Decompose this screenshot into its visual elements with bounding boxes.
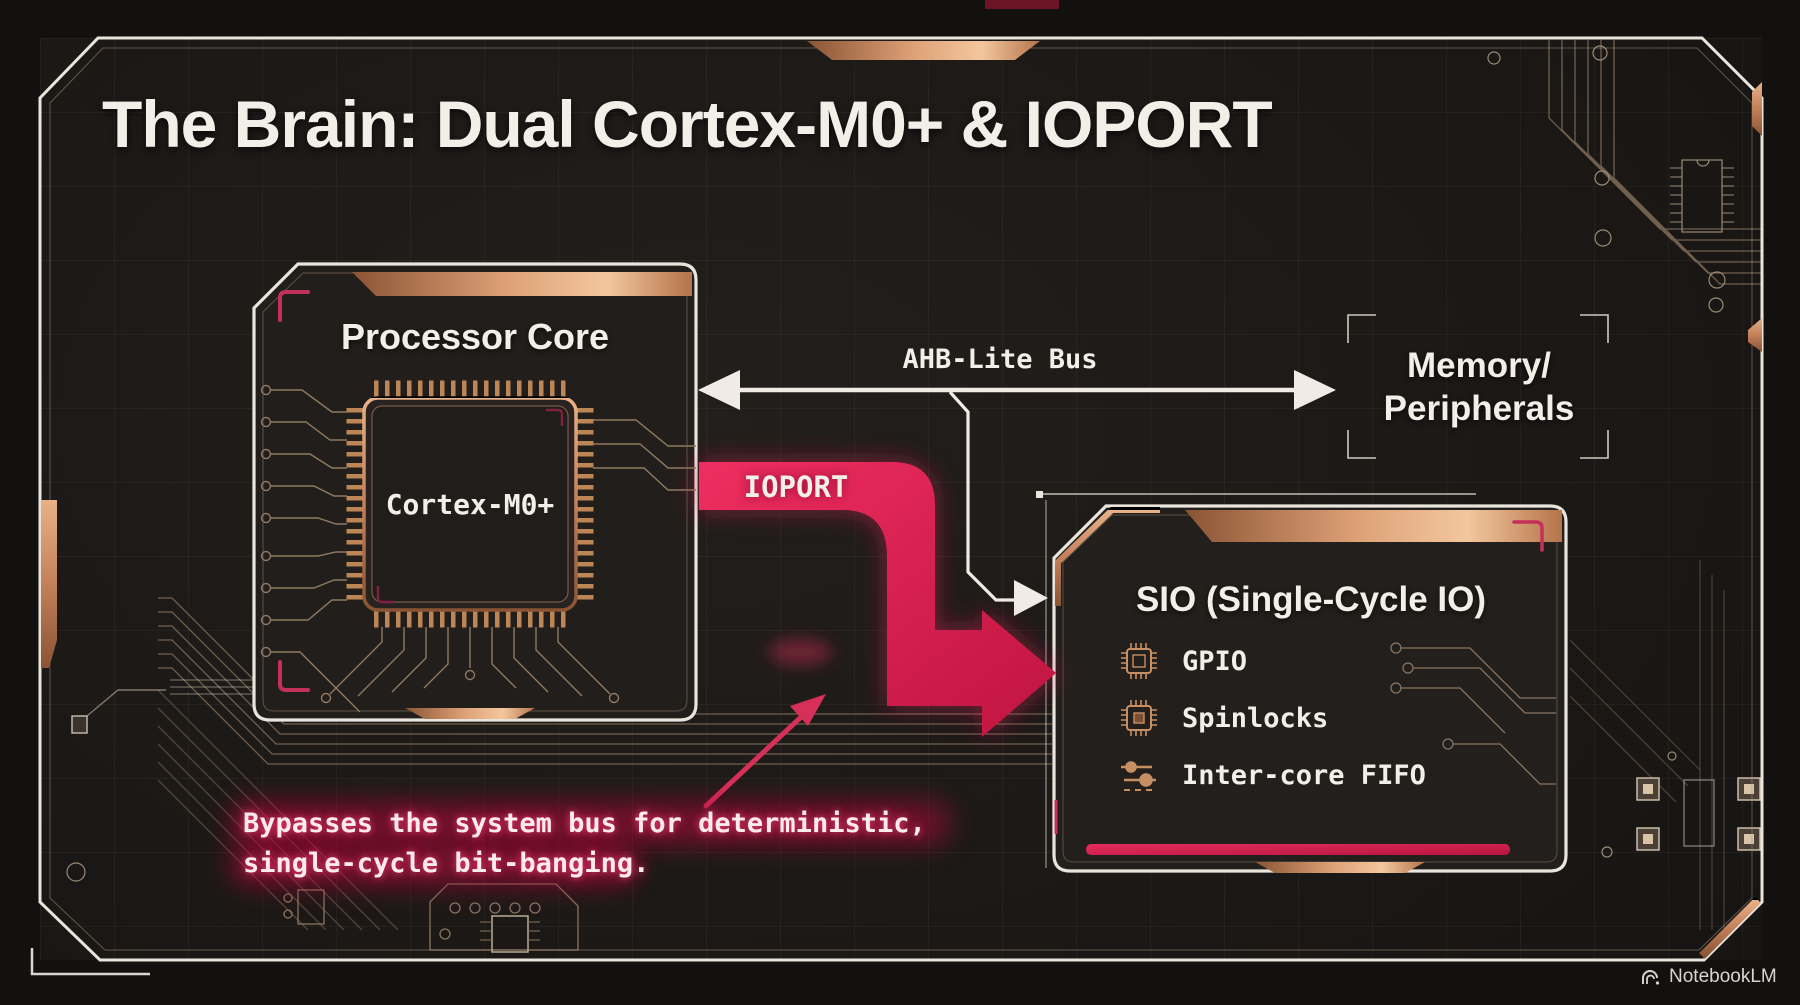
processor-core-title: Processor Core: [340, 316, 610, 357]
sio-item-label: GPIO: [1182, 645, 1248, 677]
annotation-glow: [228, 800, 952, 846]
sio-box: [1036, 491, 1568, 873]
memory-label-line1: Memory/: [1407, 346, 1551, 385]
fifo-icon: [1116, 752, 1162, 798]
chip-icon: [1116, 638, 1162, 684]
processor-core-box: [252, 262, 698, 722]
notebooklm-icon: [1640, 966, 1662, 988]
ioport-arrow: [699, 462, 1056, 737]
sio-item-gpio: GPIO: [1116, 638, 1546, 684]
watermark-label: NotebookLM: [1669, 966, 1777, 987]
annotation-line1: Bypasses the system bus for deterministi…: [243, 808, 926, 839]
page-title: The Brain: Dual Cortex-M0+ & IOPORT: [102, 87, 1273, 161]
ioport-label: IOPORT: [743, 470, 849, 504]
annotation-text: Bypasses the system bus for deterministi…: [243, 804, 1003, 884]
sio-item-label: Spinlocks: [1182, 702, 1329, 734]
sio-item-fifo: Inter-core FIFO: [1116, 752, 1546, 798]
memory-peripherals-label: Memory/ Peripherals: [1348, 344, 1610, 430]
sio-item-list: GPIO Spinlocks Inter-core FIFO: [1116, 638, 1546, 798]
chip-icon: [1116, 695, 1162, 741]
sio-item-spinlocks: Spinlocks: [1116, 695, 1546, 741]
outer-frame: [30, 0, 1764, 976]
pcb-footprints: [66, 45, 1761, 953]
annotation-glow: [228, 842, 636, 888]
cortex-m0-chip-label: Cortex-M0+: [385, 487, 555, 521]
annotation-pointer-arrow: [703, 694, 826, 809]
watermark: NotebookLM: [1640, 966, 1790, 988]
memory-brackets: [1347, 314, 1609, 459]
sio-item-label: Inter-core FIFO: [1182, 759, 1426, 791]
sio-title: SIO (Single-Cycle IO): [1135, 580, 1487, 619]
memory-label-line2: Peripherals: [1383, 389, 1575, 428]
ahb-bus-arrow: [698, 370, 1336, 616]
annotation-line2: single-cycle bit-banging.: [243, 848, 650, 879]
ahb-bus-label: AHB-Lite Bus: [902, 344, 1098, 375]
